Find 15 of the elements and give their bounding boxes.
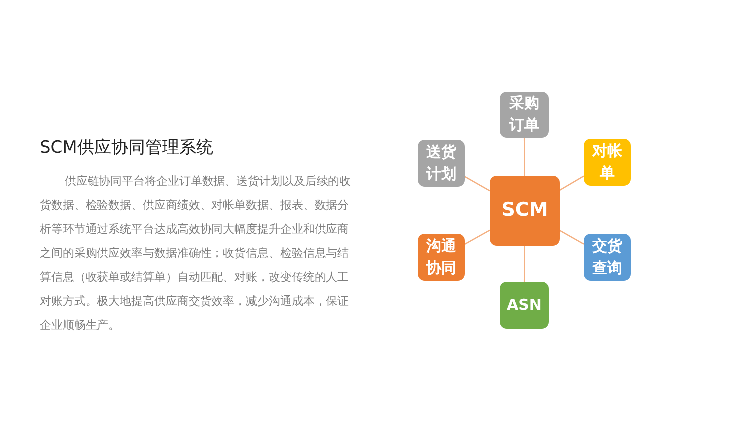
title: SCM供应协同管理系统 <box>40 137 214 159</box>
connector-line <box>560 230 584 245</box>
module-box: 沟通协同 <box>418 234 465 281</box>
hub-box: SCM <box>490 176 560 246</box>
connector-line <box>560 176 584 191</box>
module-box: 交货查询 <box>584 234 631 281</box>
module-box: 采购订单 <box>500 92 549 138</box>
module-box: 送货计划 <box>418 140 465 187</box>
module-box: 对帐单 <box>584 139 631 186</box>
connector-line <box>524 246 526 282</box>
module-box: ASN <box>500 282 549 329</box>
connector-line <box>464 176 490 192</box>
connector-line <box>524 138 526 176</box>
description-paragraph: 供应链协同平台将企业订单数据、送货计划以及后续的收货数据、检验数据、供应商绩效、对帐单数据、报表、数据分析等环节通过系统平台达成高效协同大幅度提升企业和供应商之间的采购供应效率与数据准确性；收货信息、检验信息与结算信息（收获单或结算单）自动匹配、对账，改变传统的人工对账方式。极大地提高供应商交货效率，减少沟通成本，保证企业顺畅生产。 <box>40 174 352 334</box>
connector-line <box>464 230 490 245</box>
